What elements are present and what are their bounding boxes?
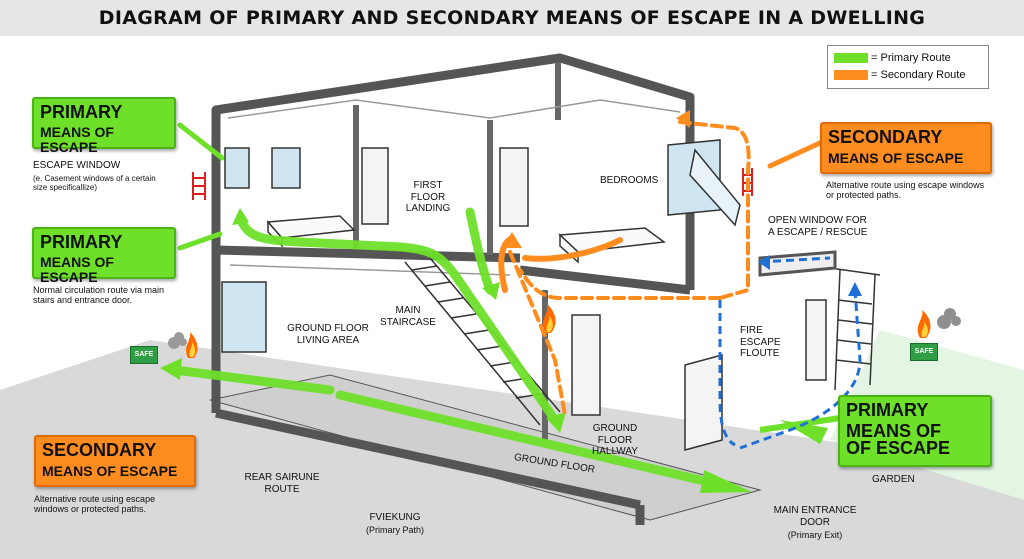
secondary-routes bbox=[508, 120, 751, 417]
label-ground-floor-living: GROUND FLOOR LIVING AREA bbox=[287, 323, 369, 346]
escape-window-title: ESCAPE WINDOW bbox=[33, 160, 121, 171]
callout-primary-right: PRIMARY MEANS OF OF ESCAPE bbox=[838, 395, 992, 467]
ladder-icon bbox=[192, 172, 206, 200]
callout-pointers bbox=[177, 122, 825, 251]
legend-secondary-label: = Secondary Route bbox=[871, 69, 966, 81]
primary-right-pointer bbox=[759, 415, 841, 433]
secondary-arrowheads bbox=[502, 110, 690, 248]
legend-secondary-swatch bbox=[834, 70, 868, 81]
title-bar bbox=[0, 0, 1024, 36]
legend: = Primary Route = Secondary Route bbox=[827, 45, 989, 89]
fire-icon bbox=[186, 332, 198, 358]
label-ground-floor-hallway: GROUND FLOOR HALLWAY bbox=[592, 423, 638, 457]
callout-primary-right-line2: MEANS OF bbox=[846, 421, 942, 441]
safe-sign-icon-left: SAFE bbox=[130, 346, 158, 364]
callout-primary-right-line3: OF ESCAPE bbox=[846, 438, 951, 458]
label-bedrooms: BEDROOMS bbox=[600, 175, 659, 186]
label-rear-route: REAR SAIRUNE ROUTE bbox=[244, 472, 320, 495]
legend-primary: = Primary Route bbox=[834, 52, 951, 66]
callout-primary-right-line1: PRIMARY bbox=[846, 400, 929, 420]
callout-secondary-right-line1: SECONDARY bbox=[828, 127, 943, 147]
fire-icon-hallway bbox=[542, 304, 556, 333]
legend-secondary: = Secondary Route bbox=[834, 69, 965, 83]
secondary-left-desc: Alternative route using escape windows o… bbox=[34, 494, 156, 515]
window-frames bbox=[221, 139, 741, 353]
callout-secondary-right: SECONDARY MEANS OF ESCAPE bbox=[820, 122, 992, 174]
fire-icon-garden bbox=[917, 310, 931, 338]
callout-primary-mid-line2: MEANS OF ESCAPE bbox=[40, 254, 114, 285]
label-main-staircase: MAIN STAIRCASE bbox=[380, 305, 436, 328]
doors bbox=[361, 147, 827, 451]
callout-secondary-left-line2: MEANS OF ESCAPE bbox=[42, 463, 178, 479]
safe-sign-icon-right: SAFE bbox=[910, 343, 938, 361]
callout-primary-top-line2: MEANS OF ESCAPE bbox=[40, 124, 114, 155]
primary-arrowheads bbox=[160, 208, 828, 493]
label-garden: GARDEN bbox=[872, 474, 915, 485]
smoke-icon bbox=[168, 332, 187, 349]
primary-routes bbox=[170, 207, 705, 485]
label-primary-path: (Primary Path) bbox=[365, 525, 424, 535]
legend-primary-label: = Primary Route bbox=[871, 52, 951, 64]
secondary-right-desc: Alternative route using escape windows o… bbox=[826, 180, 985, 201]
escape-window-desc: (e. Casement windows of a certain size s… bbox=[33, 174, 156, 193]
fire-escape-route bbox=[718, 256, 862, 450]
label-open-window: OPEN WINDOW FOR A ESCAPE / RESCUE bbox=[768, 215, 868, 238]
label-main-entrance: MAIN ENTRANCE DOOR bbox=[773, 505, 857, 528]
primary-mid-desc: Normal circulation route via main stairs… bbox=[33, 285, 165, 306]
diagram-title: DIAGRAM OF PRIMARY AND SECONDARY MEANS O… bbox=[98, 7, 926, 29]
label-fire-escape-route: FIRE ESCAPE FLOUTE bbox=[740, 325, 781, 359]
external-balcony bbox=[758, 250, 837, 277]
callout-secondary-left-line1: SECONDARY bbox=[42, 440, 157, 460]
callout-secondary-right-line2: MEANS OF ESCAPE bbox=[828, 150, 964, 166]
label-primary-exit: (Primary Exit) bbox=[787, 530, 843, 540]
interior-walls bbox=[353, 62, 561, 440]
callout-primary-top: PRIMARY MEANS OF ESCAPE bbox=[32, 97, 176, 154]
callout-secondary-left: SECONDARY MEANS OF ESCAPE bbox=[34, 435, 196, 487]
blue-arrowheads bbox=[758, 255, 862, 296]
legend-primary-swatch bbox=[834, 53, 868, 64]
callout-primary-mid-line1: PRIMARY bbox=[40, 232, 123, 252]
external-fire-stair bbox=[829, 267, 881, 391]
label-first-floor-landing: FIRST FLOOR LANDING bbox=[405, 180, 451, 214]
smoke-icon-garden bbox=[937, 308, 961, 329]
label-fviekung: FVIEKUNG bbox=[369, 512, 421, 523]
callout-primary-top-line1: PRIMARY bbox=[40, 102, 123, 122]
callout-primary-mid: PRIMARY MEANS OF ESCAPE bbox=[32, 227, 176, 284]
